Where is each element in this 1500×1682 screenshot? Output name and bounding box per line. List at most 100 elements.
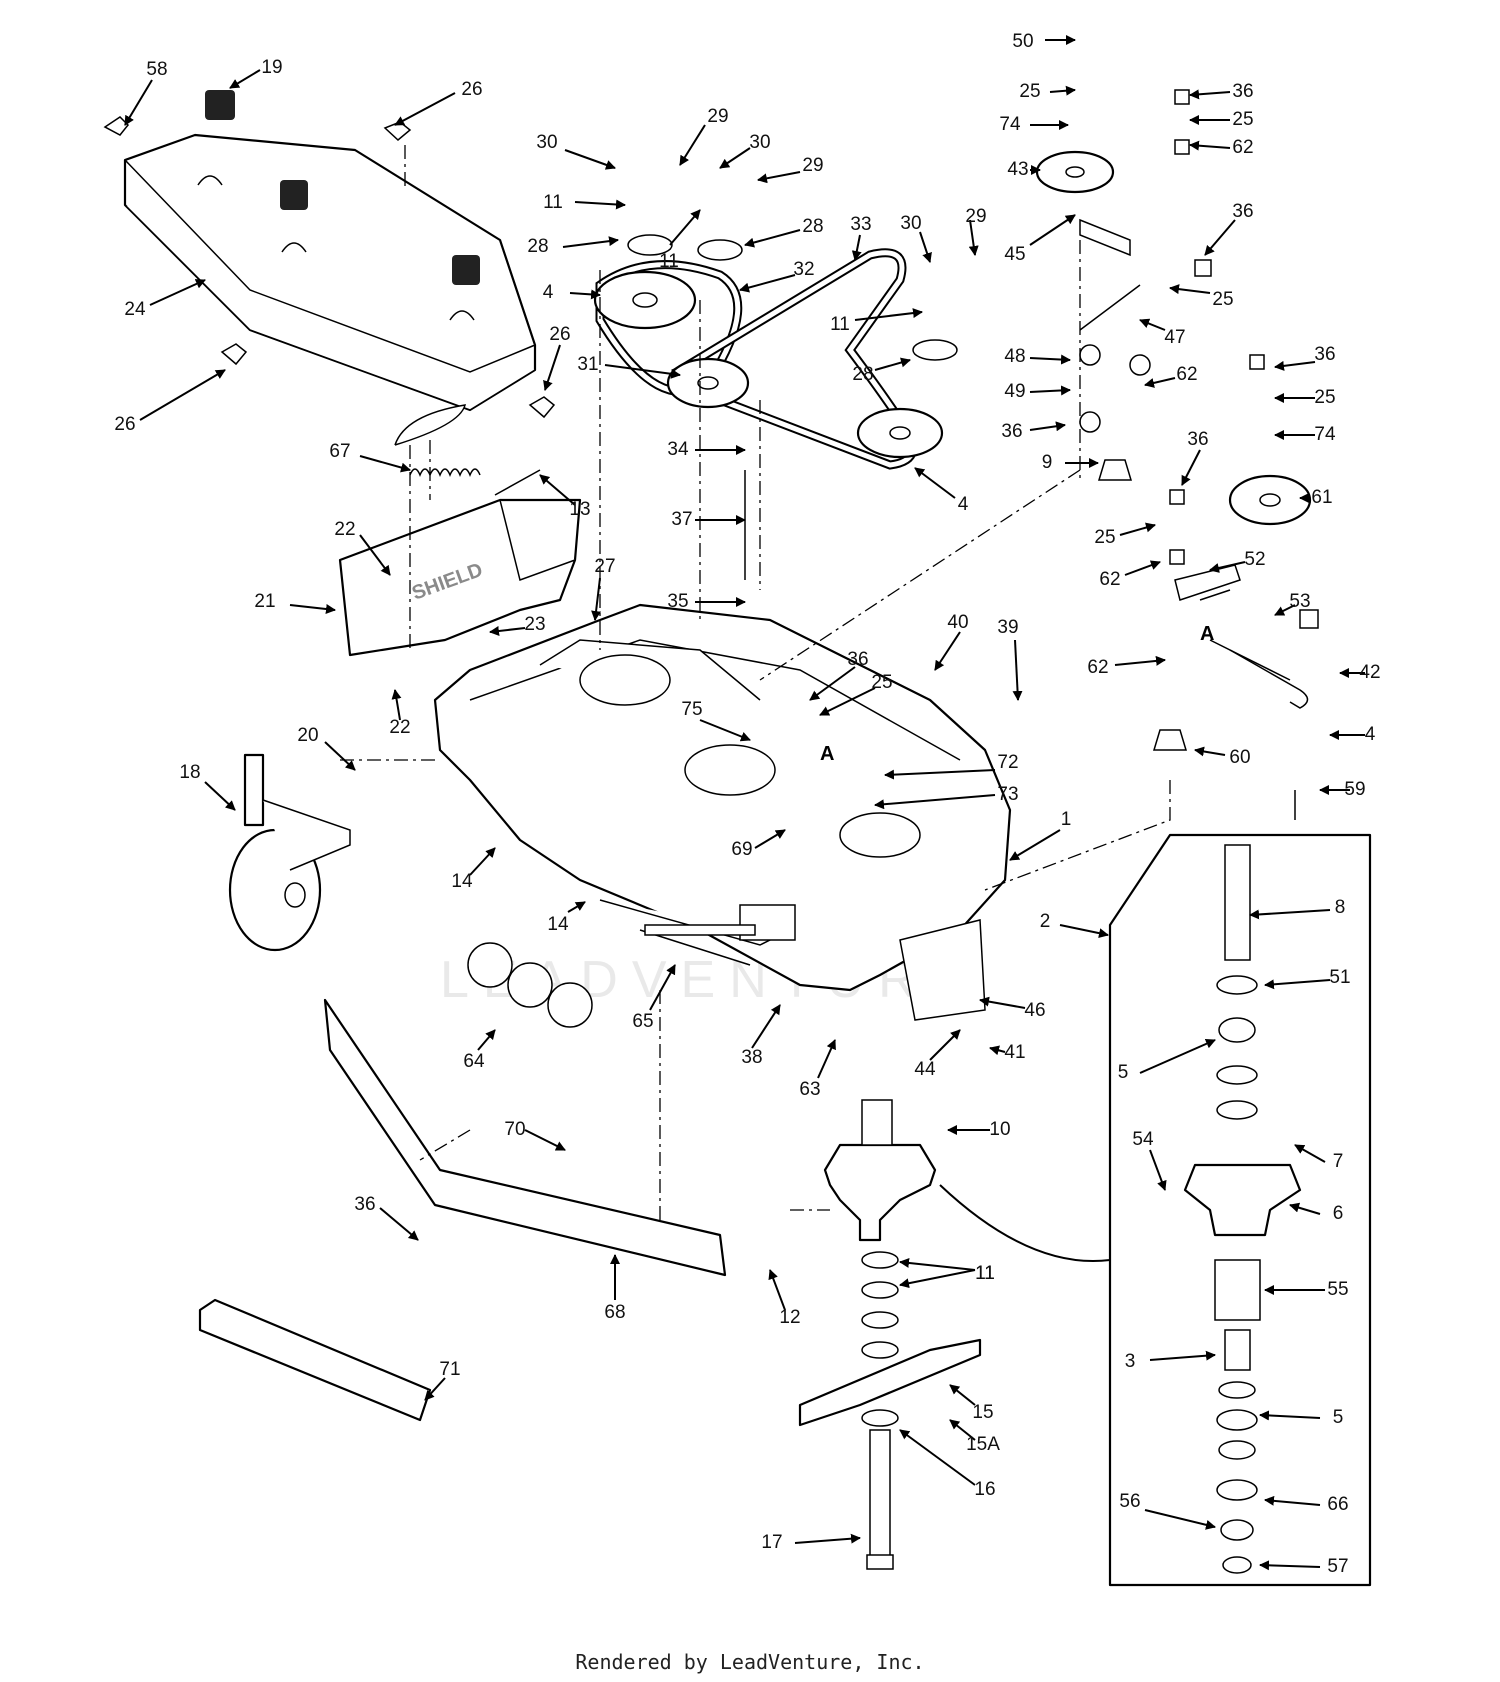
callout: 56 bbox=[1119, 1491, 1216, 1530]
callout-leader-arrow bbox=[289, 604, 336, 614]
callout-leader-arrow bbox=[604, 364, 681, 379]
caster-wheel bbox=[228, 753, 351, 952]
section-mark: A bbox=[1200, 623, 1214, 645]
callout: 4 bbox=[1329, 724, 1376, 745]
callout-leader-arrow bbox=[1139, 318, 1166, 331]
callout-number: 74 bbox=[999, 114, 1021, 135]
callout-number: 70 bbox=[504, 1119, 525, 1140]
callout-number: 20 bbox=[297, 725, 318, 746]
callout-number: 14 bbox=[451, 871, 473, 892]
callout-number: 71 bbox=[439, 1359, 460, 1380]
callout-leader-arrow bbox=[1249, 909, 1331, 920]
spindle-assembly bbox=[798, 1099, 1111, 1570]
callout: 52 bbox=[1209, 549, 1266, 573]
callout-number: 62 bbox=[1099, 569, 1120, 590]
pulleys bbox=[593, 150, 1312, 526]
callout-leader-arrow bbox=[874, 357, 911, 371]
spindle-detail-inset bbox=[1108, 833, 1372, 1587]
callout: 1 bbox=[1009, 809, 1071, 861]
callout-leader-arrow bbox=[1029, 214, 1076, 246]
callout: 19 bbox=[229, 57, 283, 89]
callout-leader-arrow bbox=[968, 219, 979, 256]
callout-number: 25 bbox=[1232, 109, 1253, 130]
callout: 29 bbox=[679, 106, 729, 166]
callout-leader-arrow bbox=[524, 1129, 566, 1151]
callout: 11 bbox=[543, 192, 626, 213]
callout-leader-arrow bbox=[1139, 1039, 1216, 1074]
callout: 15 bbox=[949, 1384, 994, 1423]
callout: 41 bbox=[989, 1042, 1026, 1063]
callout: 44 bbox=[914, 1029, 961, 1080]
callout-number: 23 bbox=[524, 614, 545, 635]
callout-number: 24 bbox=[124, 299, 146, 320]
callout-leader-arrow bbox=[424, 1377, 446, 1401]
callout-number: 7 bbox=[1333, 1151, 1344, 1172]
callout-number: 55 bbox=[1327, 1279, 1348, 1300]
callout-number: 49 bbox=[1004, 381, 1025, 402]
callout-leader-arrow bbox=[854, 308, 923, 321]
callout-number: 36 bbox=[1232, 81, 1253, 102]
callout: 59 bbox=[1319, 779, 1366, 800]
callout: 75 bbox=[681, 699, 751, 742]
callout: 30 bbox=[900, 213, 932, 263]
callout-number: 5 bbox=[1118, 1062, 1129, 1083]
callout-leader-arrow bbox=[489, 626, 526, 636]
callout-leader-arrow bbox=[744, 229, 801, 248]
callout-leader-arrow bbox=[809, 666, 856, 701]
callout: 9 bbox=[1042, 452, 1099, 473]
callout-number: 36 bbox=[1187, 429, 1208, 450]
callout-leader-arrow bbox=[469, 847, 496, 876]
callout: 47 bbox=[1139, 318, 1186, 348]
callout-number: 37 bbox=[671, 509, 692, 530]
callout-leader-arrow bbox=[574, 199, 626, 210]
callout: 36 bbox=[1001, 421, 1066, 442]
callout: 25 bbox=[1094, 522, 1156, 548]
callout: 48 bbox=[1004, 346, 1071, 367]
callout: 15A bbox=[949, 1419, 1000, 1455]
callout-number: 12 bbox=[779, 1307, 800, 1328]
callout-leader-arrow bbox=[1124, 560, 1161, 576]
callout-leader-arrow bbox=[751, 1004, 781, 1049]
callout-leader-arrow bbox=[379, 1207, 419, 1241]
callout: 10 bbox=[947, 1119, 1011, 1140]
callout-number: 11 bbox=[543, 192, 563, 213]
assembly-lines bbox=[340, 145, 1171, 1220]
callout-number: 62 bbox=[1232, 137, 1253, 158]
callout-number: 60 bbox=[1229, 747, 1250, 768]
callout-number: 10 bbox=[989, 1119, 1010, 1140]
callout: 11 bbox=[659, 209, 701, 272]
callout-number: 11 bbox=[659, 251, 679, 272]
callout-leader-arrow bbox=[669, 209, 701, 246]
callout: 61 bbox=[1299, 487, 1333, 508]
callout-leader-arrow bbox=[1189, 140, 1231, 151]
callout-number: 15 bbox=[972, 1402, 993, 1423]
callout: 25 bbox=[1189, 109, 1254, 130]
callout-number: 52 bbox=[1244, 549, 1265, 570]
mower-deck bbox=[433, 603, 1012, 1021]
callout: 12 bbox=[768, 1269, 801, 1328]
callout-leader-arrow bbox=[679, 124, 706, 166]
callout-leader-arrow bbox=[359, 455, 411, 473]
callout: 74 bbox=[999, 114, 1069, 135]
callout: 51 bbox=[1264, 967, 1351, 990]
callout-leader-arrow bbox=[1204, 219, 1236, 256]
callout-leader-arrow bbox=[564, 149, 616, 170]
callout: 25 bbox=[1019, 81, 1076, 102]
callout-number: 57 bbox=[1327, 1556, 1348, 1577]
callout-number: 30 bbox=[900, 213, 921, 234]
callout: 26 bbox=[394, 79, 483, 126]
callout-number: 13 bbox=[569, 499, 590, 520]
callout-leader-arrow bbox=[124, 79, 153, 126]
callout: 33 bbox=[850, 214, 872, 261]
callout-leader-arrow bbox=[899, 1429, 976, 1486]
callout-leader-arrow bbox=[757, 171, 801, 184]
callout-leader-arrow bbox=[1149, 1149, 1167, 1191]
callout: 25 bbox=[1274, 387, 1336, 408]
callout: 64 bbox=[463, 1029, 496, 1072]
callout-leader-arrow bbox=[899, 1257, 976, 1271]
callout-leader-arrow bbox=[884, 769, 996, 780]
callout-number: 8 bbox=[1335, 897, 1346, 918]
callout: 8 bbox=[1249, 897, 1346, 920]
callout-number: 61 bbox=[1311, 487, 1332, 508]
